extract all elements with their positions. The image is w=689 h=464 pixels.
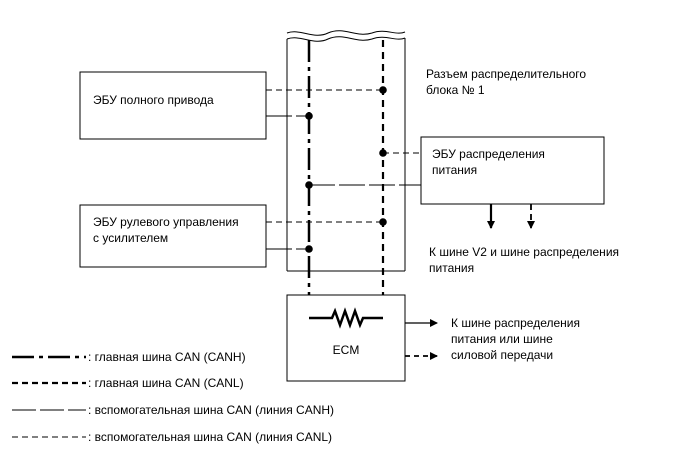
junction-connector-block — [286, 30, 406, 272]
svg-text:: главная шина CAN (CANL): : главная шина CAN (CANL) — [88, 376, 244, 390]
svg-text:: главная шина CAN (CANH): : главная шина CAN (CANH) — [88, 350, 246, 364]
legend-item-sub-canh: : вспомогательная шина CAN (линия CANH) — [12, 403, 334, 417]
to-v2-bus-label-line2: питания — [429, 261, 474, 275]
sub-bus-connections — [266, 89, 421, 250]
junction-connector-label-line1: Разъем распределительного — [426, 67, 586, 81]
ecm-label: ECM — [333, 343, 360, 357]
terminating-resistor — [309, 307, 383, 329]
legend-item-main-canl: : главная шина CAN (CANL) — [12, 376, 244, 390]
junction-connector-label-line2: блока № 1 — [426, 83, 485, 97]
to-power-bus-label-line1: К шине распределения — [451, 316, 580, 330]
ecm-box: ECM — [286, 294, 406, 382]
main-can-lines — [307, 40, 385, 318]
power-dist-output-arrows — [487, 204, 535, 229]
legend-item-sub-canl: : вспомогательная шина CAN (линия CANL) — [12, 430, 332, 444]
ecm-output-arrows — [405, 319, 438, 360]
to-power-bus-label-line3: силовой передачи — [451, 348, 553, 362]
to-power-bus-label-line2: питания или шине — [451, 332, 553, 346]
power-dist-ecu-label-line2: питания — [432, 163, 477, 177]
legend-item-main-canh: : главная шина CAN (CANH) — [12, 350, 246, 364]
power-dist-ecu-box: ЭБУ распределения питания — [420, 136, 605, 205]
steering-ecu-label-line2: с усилителем — [93, 231, 168, 245]
legend: : главная шина CAN (CANH) : главная шина… — [12, 350, 334, 444]
awd-ecu-label: ЭБУ полного привода — [93, 93, 214, 107]
power-dist-ecu-label-line1: ЭБУ распределения — [432, 147, 545, 161]
steering-ecu-label-line1: ЭБУ рулевого управления — [93, 215, 239, 229]
svg-text:: вспомогательная шина CAN (ли: : вспомогательная шина CAN (линия CANH) — [88, 403, 334, 417]
svg-text:: вспомогательная шина CAN (ли: : вспомогательная шина CAN (линия CANL) — [88, 430, 332, 444]
junction-dots — [305, 86, 387, 253]
steering-ecu-box: ЭБУ рулевого управления с усилителем — [79, 204, 267, 268]
to-v2-bus-label-line1: К шине V2 и шине распределения — [429, 245, 619, 259]
awd-ecu-box: ЭБУ полного привода — [79, 71, 267, 140]
